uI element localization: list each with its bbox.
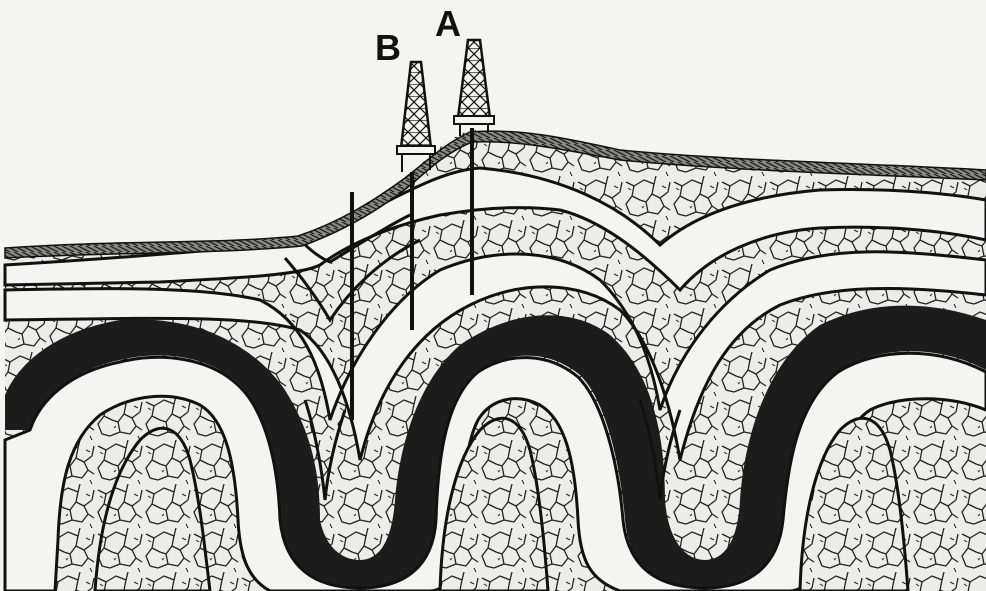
well-label-a: A — [435, 3, 461, 44]
well-label-b: B — [375, 27, 401, 68]
derrick-a-base — [454, 116, 494, 124]
derrick-b-base — [397, 146, 435, 154]
